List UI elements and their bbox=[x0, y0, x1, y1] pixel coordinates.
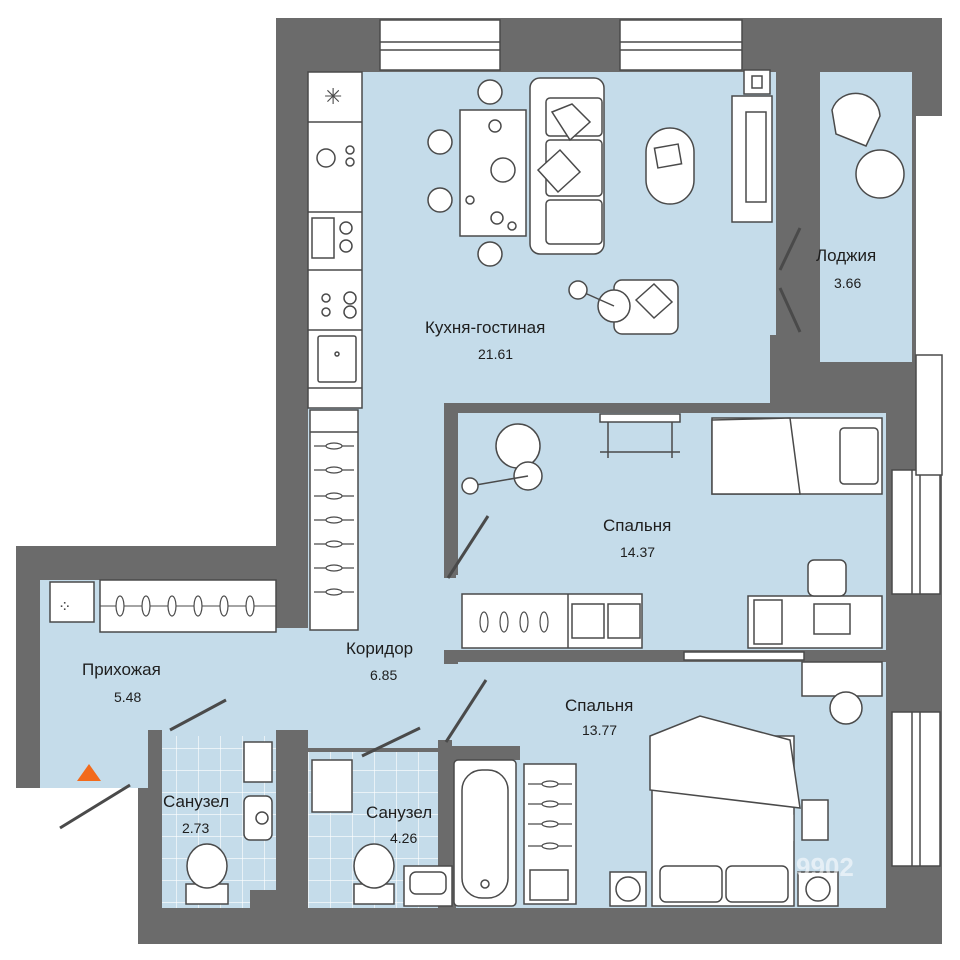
kitchen-living-area: 21.61 bbox=[478, 346, 514, 362]
bathroom-2-area: 4.26 bbox=[390, 830, 418, 846]
bedroom-1-furniture bbox=[461, 413, 883, 661]
entrance-triangle-icon bbox=[77, 764, 101, 781]
watermark-logo: ЦИАН bbox=[680, 808, 798, 850]
doors bbox=[59, 227, 802, 830]
sofa bbox=[529, 77, 605, 255]
bathroom-1-fixtures bbox=[185, 741, 273, 905]
windows bbox=[379, 19, 943, 867]
fridge-icon: ✳ bbox=[324, 85, 342, 110]
bathroom-1-name: Санузел bbox=[163, 792, 230, 811]
corridor-area: 6.85 bbox=[370, 667, 398, 683]
dining-table bbox=[427, 79, 527, 267]
armchair bbox=[568, 279, 679, 335]
watermark-number: 9902 bbox=[796, 852, 854, 882]
svg-text:⁘: ⁘ bbox=[58, 597, 71, 616]
bedroom-1-area: 14.37 bbox=[620, 544, 656, 560]
bedroom-2-name: Спальня bbox=[565, 696, 634, 715]
hallway-name: Прихожая bbox=[82, 660, 161, 679]
bedroom-2-furniture bbox=[523, 661, 883, 907]
hallway-wardrobe: ⁘ bbox=[49, 579, 277, 633]
coffee-table bbox=[645, 127, 695, 205]
bedroom-2-area: 13.77 bbox=[582, 722, 618, 738]
corridor-wardrobe bbox=[309, 409, 359, 631]
bathroom-1-area: 2.73 bbox=[182, 820, 210, 836]
loggia-area: 3.66 bbox=[834, 275, 862, 291]
tv-stand bbox=[731, 69, 773, 223]
corridor-name: Коридор bbox=[346, 639, 414, 658]
bedroom-1-name: Спальня bbox=[603, 516, 672, 535]
kitchen-living-name: Кухня-гостиная bbox=[425, 318, 546, 337]
hallway-area: 5.48 bbox=[114, 689, 142, 705]
loggia-furniture bbox=[831, 92, 905, 199]
bathroom-2-fixtures bbox=[311, 759, 517, 907]
bathroom-2-name: Санузел bbox=[366, 803, 433, 822]
kitchen-unit: ✳ bbox=[307, 71, 363, 409]
loggia-name: Лоджия bbox=[816, 246, 877, 265]
